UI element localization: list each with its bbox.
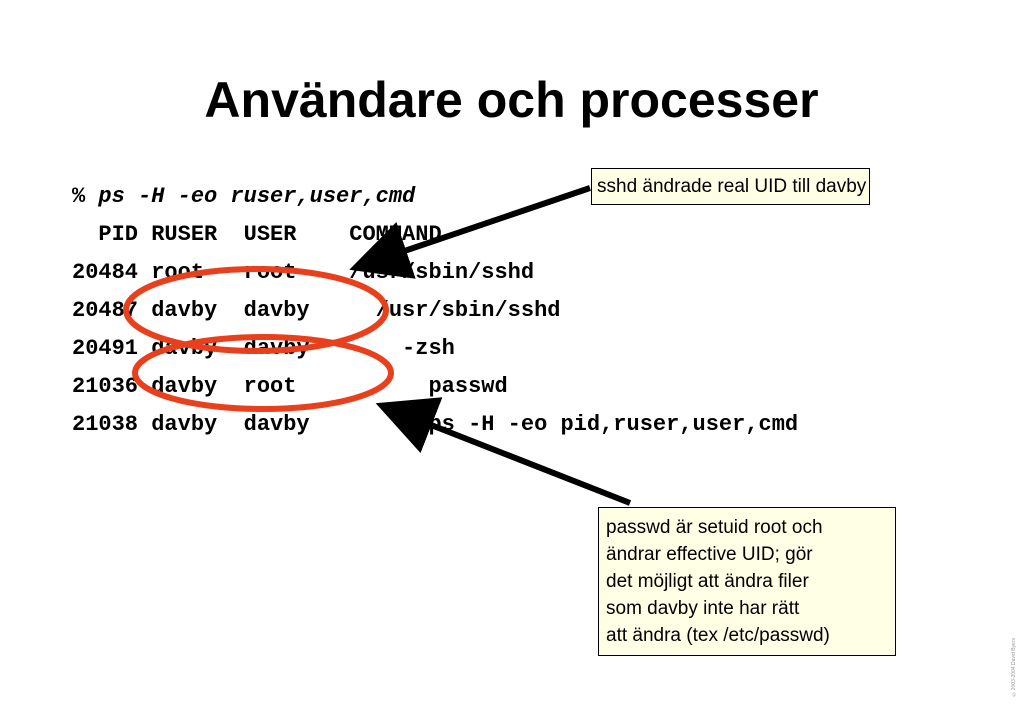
ps-line-sshd-root: 20484 root root /usr/sbin/sshd [72, 260, 535, 285]
ps-line-sshd-davby: 20487 davby davby /usr/sbin/sshd [72, 298, 561, 323]
terminal-output: % ps -H -eo ruser,user,cmd PID RUSER USE… [72, 178, 798, 444]
copyright-footer: ©2003-2004 David Byers [1011, 637, 1017, 696]
callout-passwd: passwd är setuid root och ändrar effecti… [598, 507, 896, 656]
ps-header-line: PID RUSER USER COMMAND [72, 222, 442, 247]
ps-line-passwd: 21036 davby root passwd [72, 374, 508, 399]
ps-line-ps: 21038 davby davby ps -H -eo pid,ruser,us… [72, 412, 799, 437]
shell-command: ps -H -eo ruser,user,cmd [98, 184, 416, 209]
shell-prompt: % [72, 184, 86, 209]
callout-sshd: sshd ändrade real UID till davby [591, 168, 871, 205]
ps-line-zsh: 20491 davby davby -zsh [72, 336, 455, 361]
slide-title: Användare och processer [204, 72, 819, 128]
